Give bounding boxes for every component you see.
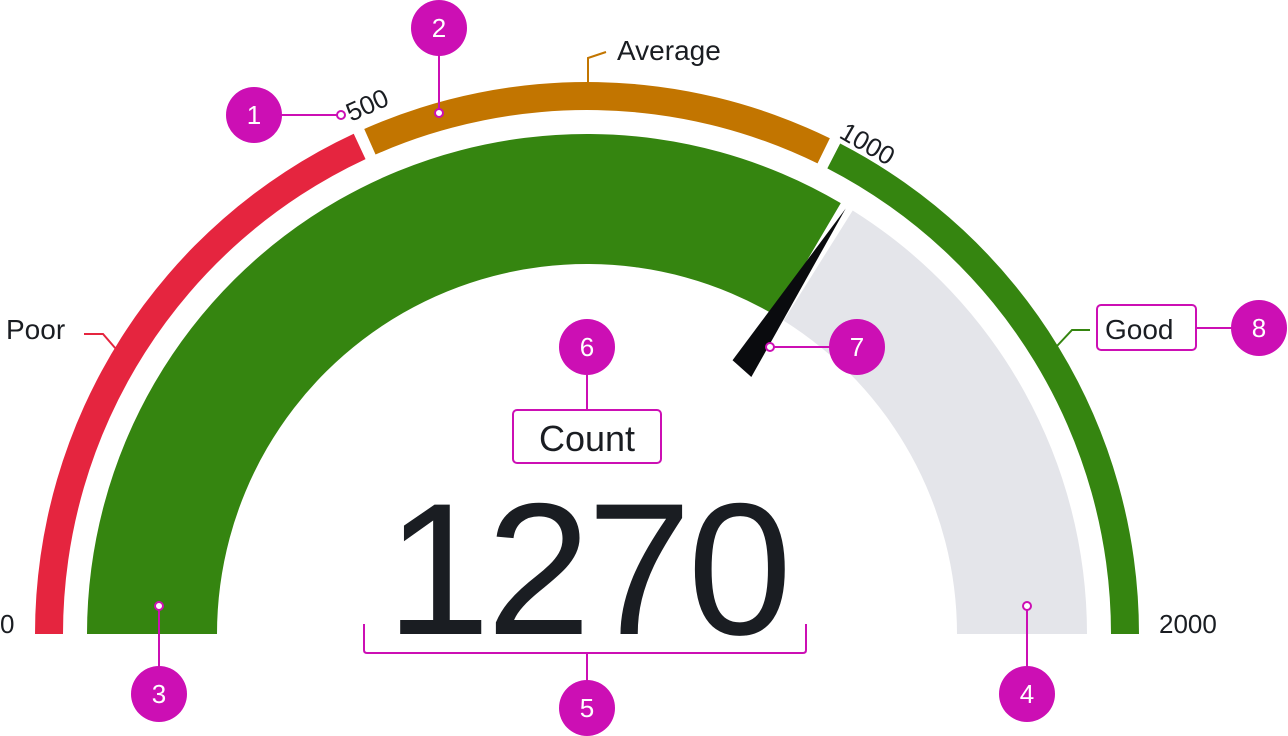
callout-badge-4: 4 [999, 666, 1055, 722]
needle [732, 208, 846, 378]
callout-badge-8: 8 [1231, 300, 1287, 356]
range-band-good [827, 143, 1139, 635]
callout-badge-2: 2 [411, 0, 467, 56]
value-bracket [363, 624, 807, 654]
value-bar [87, 134, 841, 634]
value-label: 1270 [386, 464, 788, 674]
average-leader-line [587, 51, 607, 82]
range-band-poor [35, 133, 366, 634]
callout-badge-3: 3 [131, 666, 187, 722]
callout-badge-1: 1 [226, 87, 282, 143]
max-tick-label: 2000 [1159, 609, 1217, 639]
svg-text:5: 5 [580, 693, 594, 723]
good-leader-line [1056, 329, 1090, 347]
svg-text:1: 1 [247, 100, 261, 130]
svg-text:2: 2 [432, 13, 446, 43]
svg-text:8: 8 [1252, 313, 1266, 343]
svg-text:4: 4 [1020, 679, 1034, 709]
range-label-average: Average [617, 35, 721, 66]
title-label: Count [539, 418, 635, 459]
svg-text:6: 6 [580, 332, 594, 362]
range-label-poor: Poor [6, 314, 65, 345]
range-band-average [364, 82, 830, 164]
min-tick-label: 0 [0, 609, 14, 639]
svg-text:3: 3 [152, 679, 166, 709]
callout-badge-7: 7 [829, 319, 885, 375]
svg-text:7: 7 [850, 332, 864, 362]
remaining-track [783, 210, 1087, 635]
callout-badge-5: 5 [559, 680, 615, 736]
range-bands [35, 82, 1139, 635]
callout-annotations: 1 2 3 4 5 6 7 8 [131, 0, 1287, 736]
range-label-good: Good [1105, 314, 1174, 345]
poor-leader-line [84, 333, 117, 350]
callout-badge-6: 6 [559, 319, 615, 375]
